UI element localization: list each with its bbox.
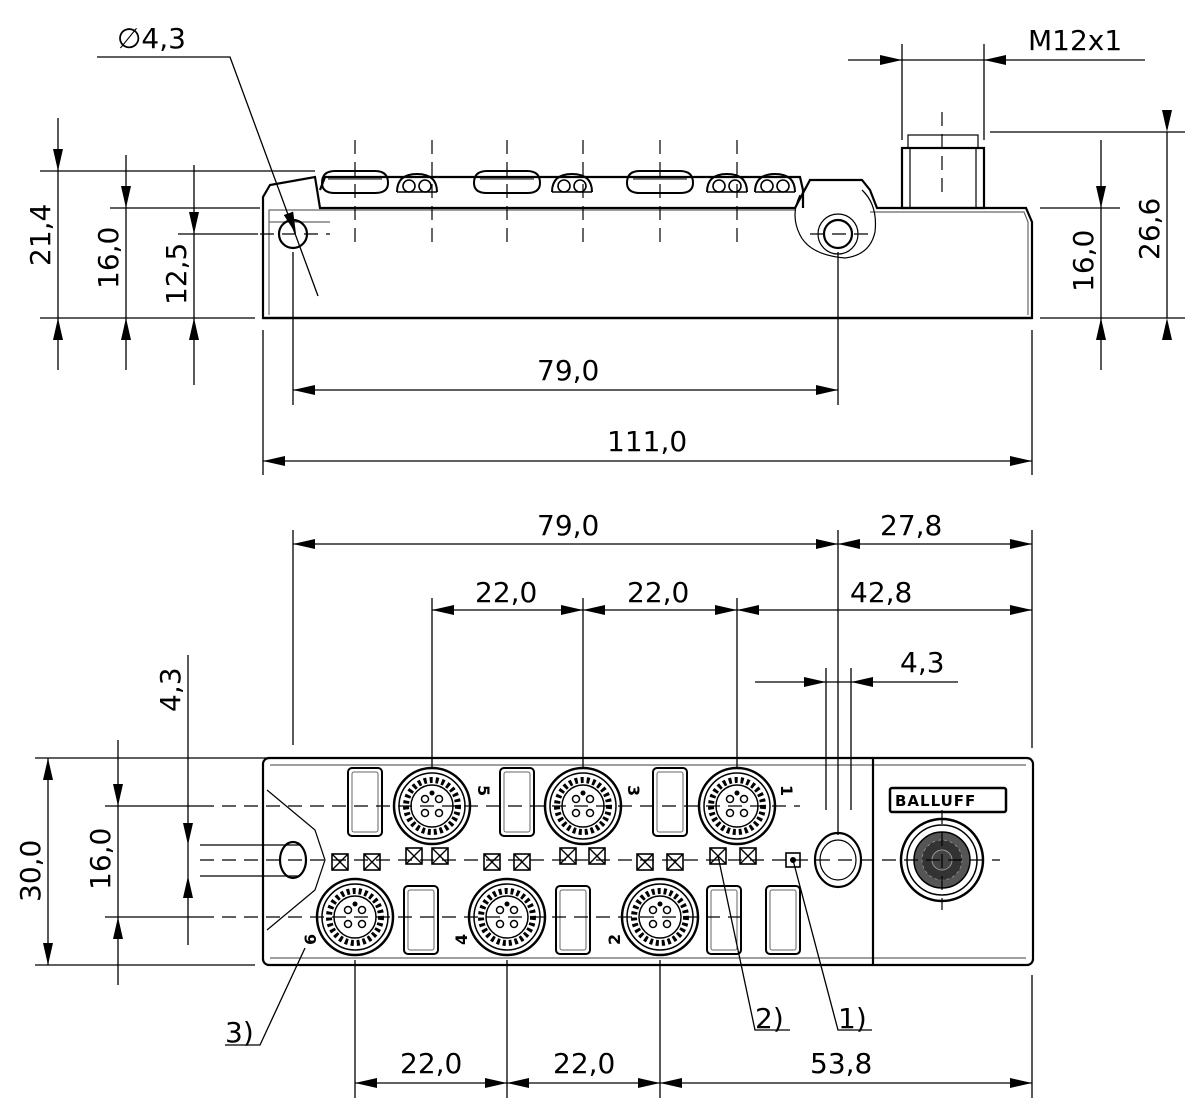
brand-logo: [888, 786, 1008, 814]
callout-2: 2): [755, 1002, 784, 1035]
top-vertical-4-3-label: 4,3: [154, 667, 187, 712]
top-pitch-upper-1-label: 22,0: [475, 576, 537, 609]
top-hole-offset-label: 4,3: [900, 646, 945, 679]
led-indicator: [405, 847, 423, 865]
port-label-5: 5: [474, 785, 493, 796]
port-label-1: 1: [777, 785, 796, 796]
port-label-6: 6: [301, 934, 320, 945]
top-height-30-label: 30,0: [14, 840, 47, 902]
label-slot: [652, 767, 688, 837]
top-right-section-label: 27,8: [880, 509, 942, 542]
port-label-4: 4: [452, 934, 471, 945]
side-height-hole-label: 12,5: [160, 243, 193, 305]
label-slot: [499, 767, 535, 837]
label-slot: [765, 885, 801, 955]
led-indicator: [331, 853, 349, 871]
port-label-3: 3: [624, 785, 643, 796]
led-indicator: [636, 853, 654, 871]
led-indicator: [431, 847, 449, 865]
top-body-outline: [261, 756, 1035, 967]
brand-logo-text: BALLUFF: [895, 792, 976, 810]
port-label-2: 2: [605, 934, 624, 945]
top-pitch-lower-1-label: 22,0: [400, 1047, 462, 1080]
led-indicator: [363, 853, 381, 871]
side-total-length-label: 111,0: [607, 425, 687, 458]
side-height-right-total-label: 26,6: [1133, 198, 1166, 260]
side-height-body-label: 16,0: [92, 227, 125, 289]
label-slot: [403, 885, 439, 955]
side-thread-label: M12x1: [1028, 24, 1122, 57]
top-offset-upper-label: 42,8: [850, 576, 912, 609]
label-slot: [555, 885, 591, 955]
top-mount-distance-label: 79,0: [537, 509, 599, 542]
callout-3: 3): [225, 1016, 254, 1049]
led-indicator: [559, 847, 577, 865]
side-mount-distance-label: 79,0: [537, 354, 599, 387]
led-indicator: [739, 847, 757, 865]
side-body-inner: [268, 209, 1029, 315]
label-slot: [347, 767, 383, 837]
label-slot: [706, 885, 742, 955]
led-indicator: [483, 853, 501, 871]
top-left-chevron: [266, 789, 326, 931]
top-pitch-upper-2-label: 22,0: [627, 576, 689, 609]
side-m12-connector: [900, 146, 986, 210]
side-body-outline: [261, 175, 1034, 320]
side-height-total-label: 21,4: [24, 204, 57, 266]
callout-1: 1): [838, 1002, 867, 1035]
top-view: 5 3 1 6 4 2 BALLUFF 79,0: [14, 509, 1035, 1098]
top-height-16-label: 16,0: [84, 828, 117, 890]
side-hole-diameter-label: ∅4,3: [117, 22, 186, 55]
led-indicator: [666, 853, 684, 871]
side-height-right-body-label: 16,0: [1067, 230, 1100, 292]
top-pitch-lower-2-label: 22,0: [553, 1047, 615, 1080]
led-indicator: [513, 853, 531, 871]
side-view: ∅4,3 M12x1 21,4 16,0 12,5 16,0: [24, 22, 1185, 475]
top-offset-lower-label: 53,8: [810, 1047, 872, 1080]
led-indicator: [588, 847, 606, 865]
side-connector-rail: [318, 175, 805, 208]
